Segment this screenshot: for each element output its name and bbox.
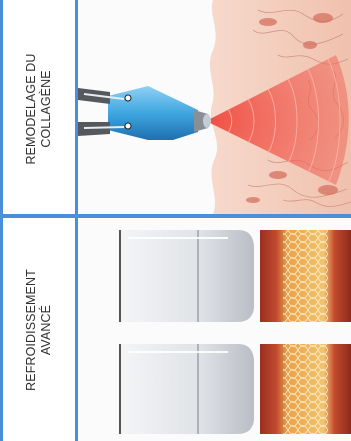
label-column-cooling: REFROIDISSEMENT AVANCÉ [0, 218, 78, 441]
collagen-illustration [78, 0, 351, 218]
skin-layers-lower [260, 344, 351, 434]
label-cooling: REFROIDISSEMENT AVANCÉ [24, 269, 54, 391]
label-column-collagen: REMODELAGE DU COLLAGÈNE [0, 0, 78, 218]
label-collagen: REMODELAGE DU COLLAGÈNE [24, 53, 54, 164]
handpiece-screw [125, 95, 131, 101]
handpiece-highlight-2 [84, 127, 124, 128]
handpiece-screw-2 [125, 123, 131, 129]
handpiece-electrode [203, 114, 211, 128]
collagen-illustration-svg [78, 0, 351, 214]
handpiece-grip-bottom [78, 122, 110, 136]
cooling-tip-upper [120, 230, 254, 322]
panel-advanced-cooling: REFROIDISSEMENT AVANCÉ [0, 218, 351, 441]
handpiece-body [108, 86, 198, 140]
skin-layers-upper [260, 230, 351, 322]
panel-collagen-remodeling: REMODELAGE DU COLLAGÈNE [0, 0, 351, 218]
label-cooling-line2: AVANCÉ [39, 269, 54, 391]
cooling-illustration [78, 218, 351, 441]
cooling-illustration-svg [78, 218, 351, 441]
label-cooling-line1: REFROIDISSEMENT [24, 269, 39, 391]
cooling-tip-lower [120, 344, 254, 434]
label-collagen-line1: REMODELAGE DU [24, 53, 39, 164]
label-collagen-line2: COLLAGÈNE [39, 53, 54, 164]
